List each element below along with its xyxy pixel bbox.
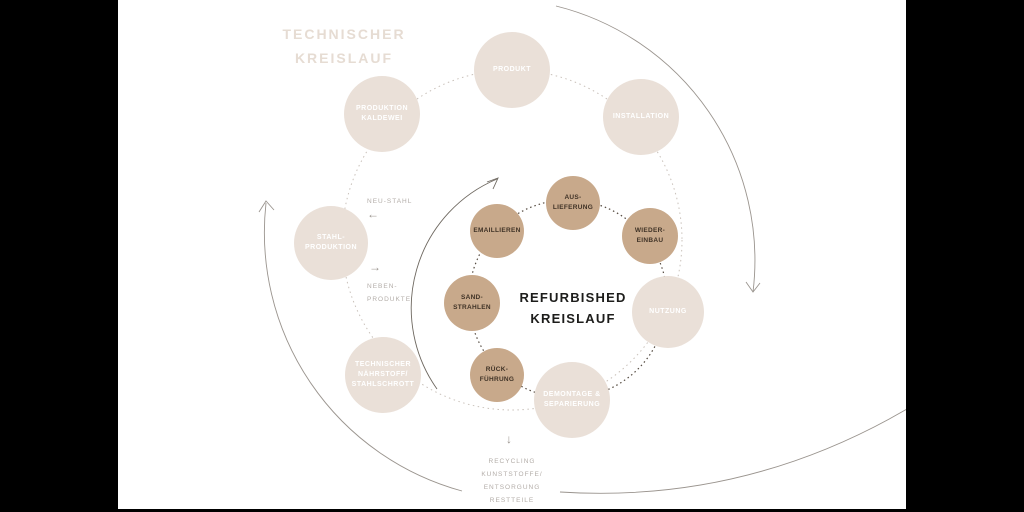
arrow-right-icon: →: [369, 260, 381, 274]
node-label-line: EMAILLIEREN: [473, 227, 521, 234]
node-produkt: PRODUKT: [474, 32, 550, 108]
label-neben-produkte-line: PRODUKTE: [367, 296, 412, 303]
node-label: WIEDER- EINBAU: [635, 226, 665, 246]
node-label: STAHL- PRODUKTION: [305, 233, 357, 253]
diagram-title-line: TECHNISCHER: [282, 26, 406, 42]
arrow-left-icon: ←: [367, 207, 379, 221]
node-label: PRODUKT: [493, 65, 531, 75]
node-label-line: FÜHRUNG: [479, 376, 515, 383]
refurbished-cycle-label: REFURBISHED KREISLAUF: [486, 287, 660, 329]
node-label-line: STAHL-: [316, 234, 346, 241]
inner-cycle-arrowhead-icon: [486, 177, 499, 190]
refurbished-cycle-label-line: REFURBISHED: [519, 290, 627, 305]
node-label-line: TECHNISCHER: [354, 361, 412, 368]
node-label-line: DEMONTAGE &: [543, 391, 601, 398]
node-installation: INSTALLATION: [603, 79, 679, 155]
diagram-title: TECHNISCHER KREISLAUF: [278, 22, 410, 70]
node-label: TECHNISCHER NÄHRSTOFF/ STAHLSCHROTT: [352, 360, 415, 390]
refurbished-cycle-label-line: KREISLAUF: [530, 311, 616, 326]
node-label: PRODUKTION KALDEWEI: [356, 104, 408, 124]
node-aus-lieferung: AUS- LIEFERUNG: [546, 176, 600, 230]
node-stahl-produktion: STAHL- PRODUKTION: [294, 206, 368, 280]
node-label-line: RÜCK-: [485, 366, 509, 373]
node-label: EMAILLIEREN: [473, 226, 520, 236]
node-label-line: PRODUKTION: [355, 105, 409, 112]
node-label: RÜCK- FÜHRUNG: [480, 365, 515, 385]
node-emaillieren: EMAILLIEREN: [470, 204, 524, 258]
node-wieder-einbau: WIEDER- EINBAU: [622, 208, 678, 264]
diagram-title-line: KREISLAUF: [294, 50, 394, 66]
label-recycling-entsorgung: RECYCLING KUNSTSTOFFE/ ENTSORGUNG RESTTE…: [452, 455, 572, 507]
node-label-line: AUS-: [564, 194, 582, 201]
node-label-line: WIEDER-: [634, 227, 666, 234]
outer-arc-top-right-arrowhead-icon: [745, 281, 761, 293]
node-label: INSTALLATION: [613, 112, 669, 122]
label-recycling-line: ENTSORGUNG: [483, 484, 541, 491]
letterbox-left: [0, 0, 118, 512]
node-label-line: PRODUKTION: [304, 244, 358, 251]
node-label: DEMONTAGE & SEPARIERUNG: [543, 390, 600, 410]
node-rueck-fuehrung: RÜCK- FÜHRUNG: [470, 348, 524, 402]
node-produktion-kaldewei: PRODUKTION KALDEWEI: [344, 76, 420, 152]
node-label: AUS- LIEFERUNG: [553, 193, 593, 213]
node-label-line: INSTALLATION: [612, 113, 670, 120]
arrow-down-icon: ↓: [506, 432, 512, 446]
node-demontage-separierung: DEMONTAGE & SEPARIERUNG: [534, 362, 610, 438]
letterbox-right: [906, 0, 1024, 512]
node-label-line: KALDEWEI: [361, 115, 403, 122]
label-neben-produkte: NEBEN- PRODUKTE: [367, 280, 427, 306]
node-label-line: SEPARIERUNG: [543, 401, 601, 408]
node-label-line: EINBAU: [636, 237, 664, 244]
node-label-line: LIEFERUNG: [552, 204, 594, 211]
label-recycling-line: RESTTEILE: [489, 497, 535, 504]
outer-arc-left-arrowhead-icon: [258, 200, 275, 213]
node-technischer-naehrstoff-stahlschrott: TECHNISCHER NÄHRSTOFF/ STAHLSCHROTT: [345, 337, 421, 413]
node-label-line: STAHLSCHROTT: [351, 381, 415, 388]
label-recycling-line: RECYCLING: [488, 458, 536, 465]
letterbox-bottom: [0, 509, 1024, 512]
label-neben-produkte-line: NEBEN-: [367, 283, 398, 290]
label-recycling-line: KUNSTSTOFFE/: [481, 471, 543, 478]
node-label-line: PRODUKT: [492, 66, 532, 73]
node-label-line: NÄHRSTOFF/: [358, 371, 408, 378]
